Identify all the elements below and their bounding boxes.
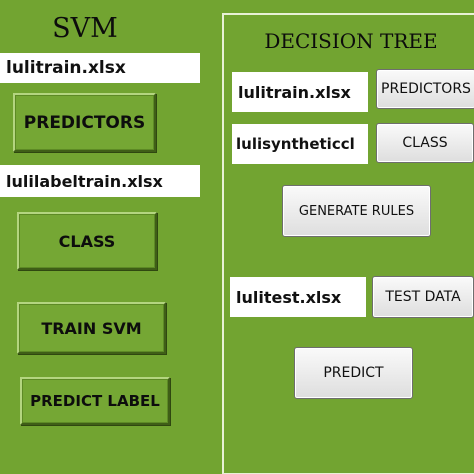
generate-rules-button[interactable]: GENERATE RULES [282,185,431,237]
dt-predictors-button[interactable]: PREDICTORS [376,69,474,109]
dt-class-button[interactable]: CLASS [376,123,474,163]
test-data-button[interactable]: TEST DATA [372,276,474,318]
dt-class-file-field[interactable]: lulisyntheticcl [232,124,368,164]
dt-test-file-field[interactable]: lulitest.xlsx [230,277,366,317]
svm-predictor-file-field[interactable]: lulitrain.xlsx [0,53,200,83]
svm-label-file-field[interactable]: lulilabeltrain.xlsx [0,165,200,197]
svm-title: SVM [52,13,118,44]
svm-class-button[interactable]: CLASS [17,212,157,270]
dt-predict-button[interactable]: PREDICT [294,347,413,399]
dt-predictor-file-field[interactable]: lulitrain.xlsx [232,72,368,112]
svm-predictors-button[interactable]: PREDICTORS [13,93,156,152]
svm-predict-label-button[interactable]: PREDICT LABEL [20,377,170,425]
decision-tree-title: DECISION TREE [264,29,438,53]
svm-train-button[interactable]: TRAIN SVM [17,302,166,354]
